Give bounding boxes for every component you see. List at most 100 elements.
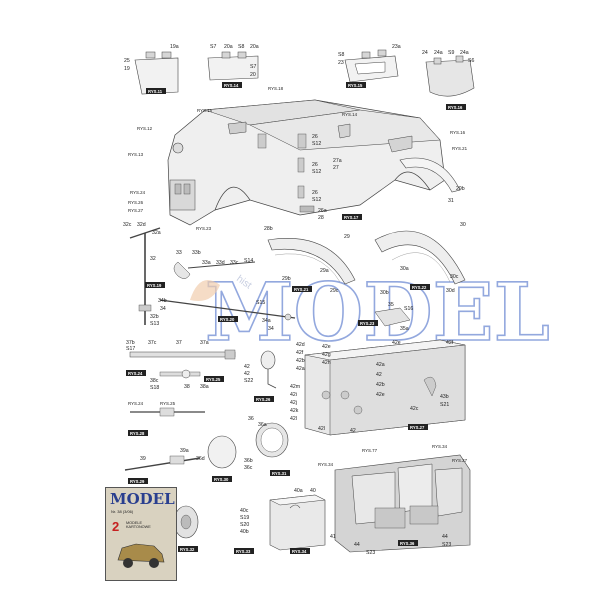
- rear-ref: RYS.34: [318, 462, 334, 467]
- label: 42l: [318, 426, 325, 432]
- label: 39: [140, 456, 146, 462]
- label: S23: [366, 550, 375, 556]
- hull-ref: RYS.24: [130, 190, 146, 195]
- label: 44: [442, 534, 448, 540]
- magazine-cover: MODEL Nr. 38 (3/06) 2 MODELE KARTONOWE: [105, 487, 177, 581]
- label: 31: [448, 198, 454, 204]
- cover-number: 2: [112, 519, 120, 534]
- label: 24a: [434, 50, 443, 56]
- label: 38: [184, 384, 190, 390]
- label: 32: [150, 256, 156, 262]
- figure-tag: RYS.21: [294, 287, 309, 292]
- label: 36c: [244, 465, 253, 471]
- label: 33b: [192, 250, 201, 256]
- hull-ref: RYS.13: [128, 152, 144, 157]
- label: S17: [126, 346, 135, 352]
- label: 36d: [196, 456, 205, 462]
- label: S8: [238, 44, 244, 50]
- label: 30a: [400, 266, 409, 272]
- figure-tag: RYS.11: [148, 89, 163, 94]
- hull-ref: RYS.18: [268, 86, 284, 91]
- box-42-assembly: 42e 42d 42f 42b 42a 42e 42g 42h 42m 42i …: [290, 339, 466, 436]
- label: 33: [176, 250, 182, 256]
- label: 26a: [318, 208, 327, 214]
- gun-ref: RYS.24: [128, 401, 144, 406]
- mirror-assembly: 42 42 S22 RYS.26: [244, 350, 277, 402]
- lamp-assembly: 36 36a 36d 36b 36c RYS.30 RYS.31: [196, 416, 290, 482]
- label: 41: [330, 534, 336, 540]
- hull-ref: RYS.23: [196, 226, 212, 231]
- panel-rys-14: S7 20a S8 20a S7 20 RYS.14: [207, 44, 259, 88]
- label: 42h: [322, 360, 331, 366]
- figure-tag: RYS.34: [292, 549, 307, 554]
- label: 42j: [290, 400, 297, 406]
- label: 30d: [446, 288, 455, 294]
- label: 34: [268, 326, 274, 332]
- label: 33a: [202, 260, 211, 266]
- label: 28: [318, 215, 324, 221]
- label: 37c: [148, 340, 157, 346]
- label: 35a: [400, 326, 409, 332]
- label: S9: [448, 50, 454, 56]
- hull-ref: RYS.15: [197, 108, 213, 113]
- label: 40c: [240, 508, 249, 514]
- label: S8: [338, 52, 344, 58]
- figure-tag: RYS.29: [130, 479, 145, 484]
- figure-tag: RYS.17: [344, 215, 359, 220]
- label: 42b: [376, 382, 385, 388]
- label: S22: [244, 378, 253, 384]
- hull-ref: RYS.27: [128, 208, 144, 213]
- label: 26: [312, 190, 318, 196]
- panel-rys-15: 23a S8 23 RYS.15: [338, 44, 401, 88]
- figure-tag: RYS.14: [224, 83, 239, 88]
- label: 26: [312, 134, 318, 140]
- rear-ref: RYS.34: [432, 444, 448, 449]
- label: 40b: [240, 529, 249, 535]
- exhaust-assembly: 37b S17 37c 37 37a RYS.24: [126, 340, 236, 376]
- figure-tag: RYS.16: [448, 105, 463, 110]
- label: 37b: [126, 340, 135, 346]
- label: 32b: [150, 314, 159, 320]
- part-35: 35 S16 35a RYS.23: [358, 302, 413, 332]
- label: S7: [210, 44, 216, 50]
- gun-ref: RYS.25: [160, 401, 176, 406]
- label: 40a: [294, 488, 303, 494]
- cover-issue: Nr. 38 (3/06): [111, 509, 134, 514]
- cover-car-icon: [117, 543, 165, 568]
- label: S21: [440, 402, 449, 408]
- label: 36: [248, 416, 254, 422]
- wheel-assembly: RYS.32: [173, 505, 199, 552]
- label: 28b: [264, 226, 273, 232]
- label: 40: [310, 488, 316, 494]
- figure-tag: RYS.24: [128, 371, 143, 376]
- rear-ref: RYS.77: [362, 448, 378, 453]
- label: S13: [150, 321, 159, 327]
- box-40-assembly: 40a 40 40c S19 S20 40b RYS.34 RYS.33: [234, 488, 326, 554]
- figure-tag: RYS.31: [272, 471, 287, 476]
- figure-tag: RYS.19: [147, 283, 162, 288]
- watermark: MODEL hist: [190, 264, 551, 360]
- figure-tag: RYS.15: [348, 83, 363, 88]
- label: 29a: [320, 268, 329, 274]
- figure-tag: RYS.33: [236, 549, 251, 554]
- label: 42f: [296, 350, 304, 356]
- label: 42: [244, 364, 250, 370]
- label: 32d: [137, 222, 146, 228]
- fender-left: 29 29a 29b 29c RYS.21: [267, 234, 356, 294]
- cover-logo: MODEL: [110, 490, 175, 508]
- label: 29c: [330, 288, 339, 294]
- label: 29: [344, 234, 350, 240]
- label: S19: [240, 515, 249, 521]
- label: S6: [468, 58, 474, 64]
- label: 42l: [290, 416, 297, 422]
- label: 34: [160, 306, 166, 312]
- label: 20: [250, 72, 256, 78]
- label: 32a: [152, 230, 161, 236]
- figure-tag: RYS.28: [130, 431, 145, 436]
- panel-rys-11: 19a 25 19 RYS.11: [124, 44, 179, 95]
- label: 44: [354, 542, 360, 548]
- label: S23: [442, 542, 451, 548]
- label: 38c: [150, 378, 159, 384]
- gun-assembly: RYS.24 RYS.25 RYS.28: [128, 401, 205, 436]
